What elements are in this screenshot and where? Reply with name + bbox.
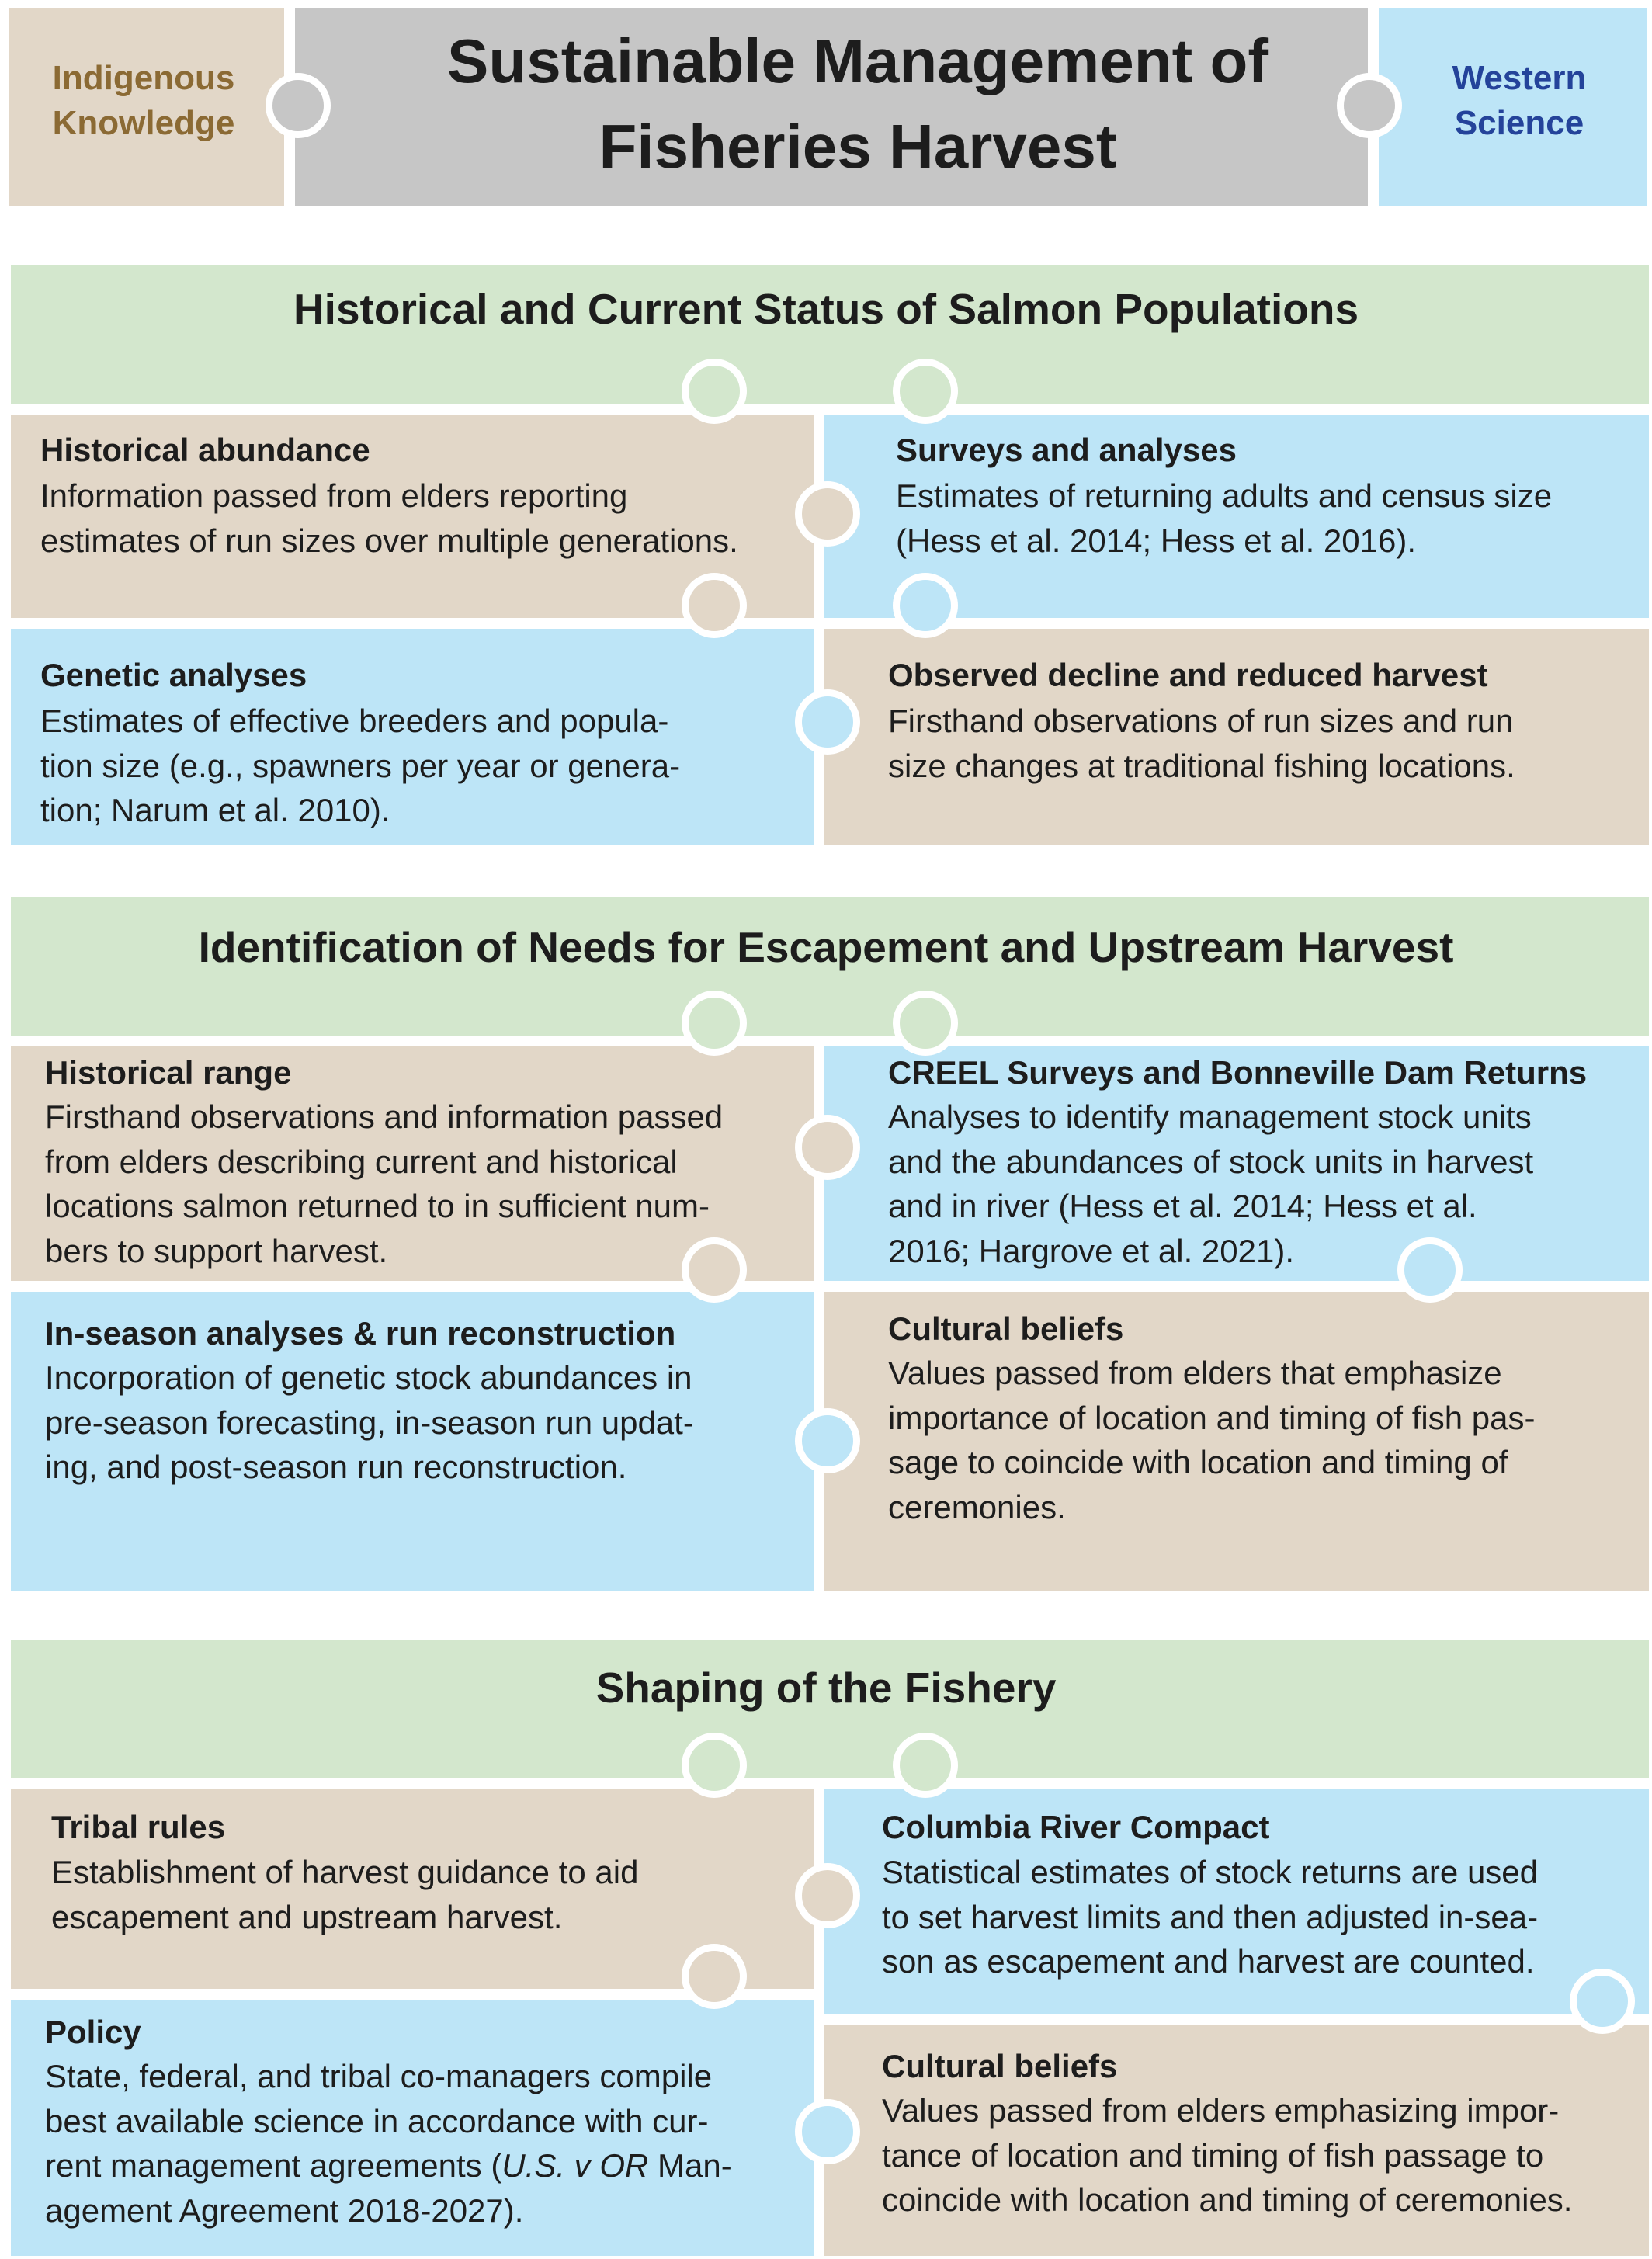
puzzle-tab [893, 1733, 958, 1798]
header-title-piece [295, 8, 1368, 206]
cell-text: State, federal, and tribal co-managers c… [45, 2058, 732, 2229]
puzzle-tab [682, 1237, 747, 1303]
cell-heading: Genetic analyses [40, 657, 307, 693]
puzzle-tab [795, 1115, 860, 1180]
puzzle-tab [795, 1863, 860, 1928]
puzzle-tab [795, 689, 860, 755]
page-title: Sustainable Management of Fisheries Harv… [447, 26, 1268, 181]
puzzle-tab [1337, 73, 1402, 138]
cell-text: Incorporation of genetic stock abundance… [45, 1359, 694, 1485]
cell-heading: In-season analyses & run reconstruction [45, 1315, 676, 1352]
cell-historical-range [11, 1046, 814, 1281]
indigenous-knowledge-label: Indigenous Knowledge [52, 59, 235, 142]
cell-genetic-analyses [11, 629, 814, 845]
cell-heading: Tribal rules [51, 1809, 226, 1845]
cell-text: Firsthand observations of run sizes and … [888, 703, 1515, 784]
cell-historical-abundance [11, 415, 814, 618]
cell-heading: Historical abundance [40, 432, 370, 468]
puzzle-tab [1570, 1969, 1635, 2034]
puzzle-tab [795, 1408, 860, 1473]
puzzle-tab [893, 573, 958, 638]
section-title-status: Historical and Current Status of Salmon … [293, 285, 1359, 333]
cell-text: Values passed from elders emphasizing im… [882, 2092, 1573, 2218]
western-science-label: Western Science [1452, 59, 1587, 142]
cell-cultural-beliefs-2 [824, 2025, 1649, 2256]
puzzle-tab [682, 991, 747, 1056]
cell-text: Firsthand observations and information p… [45, 1098, 724, 1269]
header-indigenous-piece [9, 8, 284, 206]
cell-tribal-rules [11, 1789, 814, 1989]
section-header-needs [11, 897, 1649, 1036]
cell-observed-decline [824, 629, 1649, 845]
puzzle-tab [1397, 1237, 1463, 1303]
section-header-shaping [11, 1640, 1649, 1778]
puzzle-tab [893, 359, 958, 424]
section-title-shaping: Shaping of the Fishery [595, 1664, 1057, 1712]
cell-text: Estimates of returning adults and census… [896, 477, 1553, 559]
cell-cultural-beliefs-1 [824, 1292, 1649, 1591]
cell-text: Statistical estimates of stock returns a… [882, 1854, 1539, 1980]
cell-heading: Cultural beliefs [888, 1310, 1124, 1347]
cell-heading: Historical range [45, 1054, 292, 1091]
puzzle-tab [682, 359, 747, 424]
cell-heading: CREEL Surveys and Bonneville Dam Returns [888, 1054, 1588, 1091]
cell-text: Analyses to identify management stock un… [888, 1098, 1534, 1269]
puzzle-tab [795, 2099, 860, 2164]
puzzle-tab [795, 481, 860, 547]
cell-heading: Columbia River Compact [882, 1809, 1270, 1845]
puzzle-tab [682, 1944, 747, 2009]
cell-heading: Observed decline and reduced harvest [888, 657, 1488, 693]
puzzle-tab [266, 73, 331, 138]
cell-text: Estimates of effective breeders and popu… [40, 703, 681, 828]
cell-creel-surveys [824, 1046, 1649, 1281]
cell-heading: Cultural beliefs [882, 2048, 1118, 2084]
puzzle-tab [682, 573, 747, 638]
cell-surveys-and-analyses [824, 415, 1649, 618]
cell-text: Establishment of harvest guidance to aid… [51, 1854, 639, 1935]
puzzle-tab [682, 1733, 747, 1798]
cell-heading: Policy [45, 2014, 141, 2050]
cell-text: Values passed from elders that emphasize… [888, 1355, 1536, 1525]
cell-heading: Surveys and analyses [896, 432, 1237, 468]
cell-columbia-river-compact [824, 1789, 1649, 2014]
puzzle-tab [893, 991, 958, 1056]
section-header-status [11, 265, 1649, 404]
section-title-needs: Identification of Needs for Escapement a… [198, 923, 1454, 971]
cell-in-season-analyses [11, 1292, 814, 1591]
cell-policy [11, 2000, 814, 2256]
cell-text: Information passed from elders reporting… [40, 477, 738, 559]
header-western-piece [1379, 8, 1647, 206]
